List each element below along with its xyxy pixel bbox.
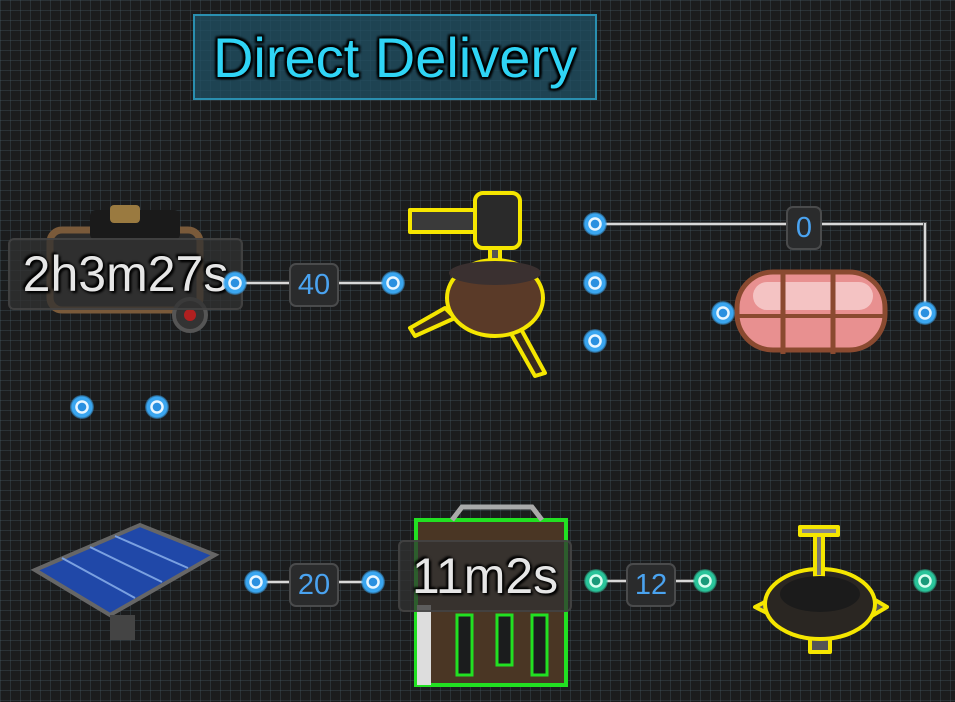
turret-output-port-3[interactable] bbox=[583, 329, 607, 353]
siren-port-right[interactable] bbox=[913, 301, 937, 325]
battery-output-port[interactable] bbox=[584, 569, 608, 593]
turret-output-port-2[interactable] bbox=[583, 271, 607, 295]
turret-output-port-1[interactable] bbox=[583, 212, 607, 236]
wire-value-solar-battery: 20 bbox=[289, 563, 339, 607]
generator-fuel-timer: 2h3m27s bbox=[8, 238, 243, 310]
wire-value-generator-turret: 40 bbox=[289, 263, 339, 307]
wire-value-battery-sprinkler: 12 bbox=[626, 563, 676, 607]
generator-port-2[interactable] bbox=[145, 395, 169, 419]
diagram-title: Direct Delivery bbox=[193, 14, 597, 100]
wire-turret-siren-vertical[interactable] bbox=[924, 223, 926, 313]
sprinkler-icon[interactable] bbox=[745, 522, 890, 657]
turret-input-port[interactable] bbox=[381, 271, 405, 295]
sprinkler-input-port[interactable] bbox=[693, 569, 717, 593]
auto-turret-icon[interactable] bbox=[405, 188, 555, 383]
sprinkler-output-port[interactable] bbox=[913, 569, 937, 593]
generator-port-1[interactable] bbox=[70, 395, 94, 419]
wire-turret-siren-horizontal[interactable] bbox=[595, 223, 926, 225]
generator-output-port[interactable] bbox=[223, 271, 247, 295]
battery-charge-timer: 11m2s bbox=[398, 540, 572, 612]
siren-light-icon[interactable] bbox=[733, 266, 893, 361]
wire-value-turret-siren: 0 bbox=[786, 206, 822, 250]
solar-panel-icon[interactable] bbox=[30, 520, 220, 645]
battery-input-port[interactable] bbox=[361, 570, 385, 594]
siren-input-port[interactable] bbox=[711, 301, 735, 325]
solar-output-port[interactable] bbox=[244, 570, 268, 594]
